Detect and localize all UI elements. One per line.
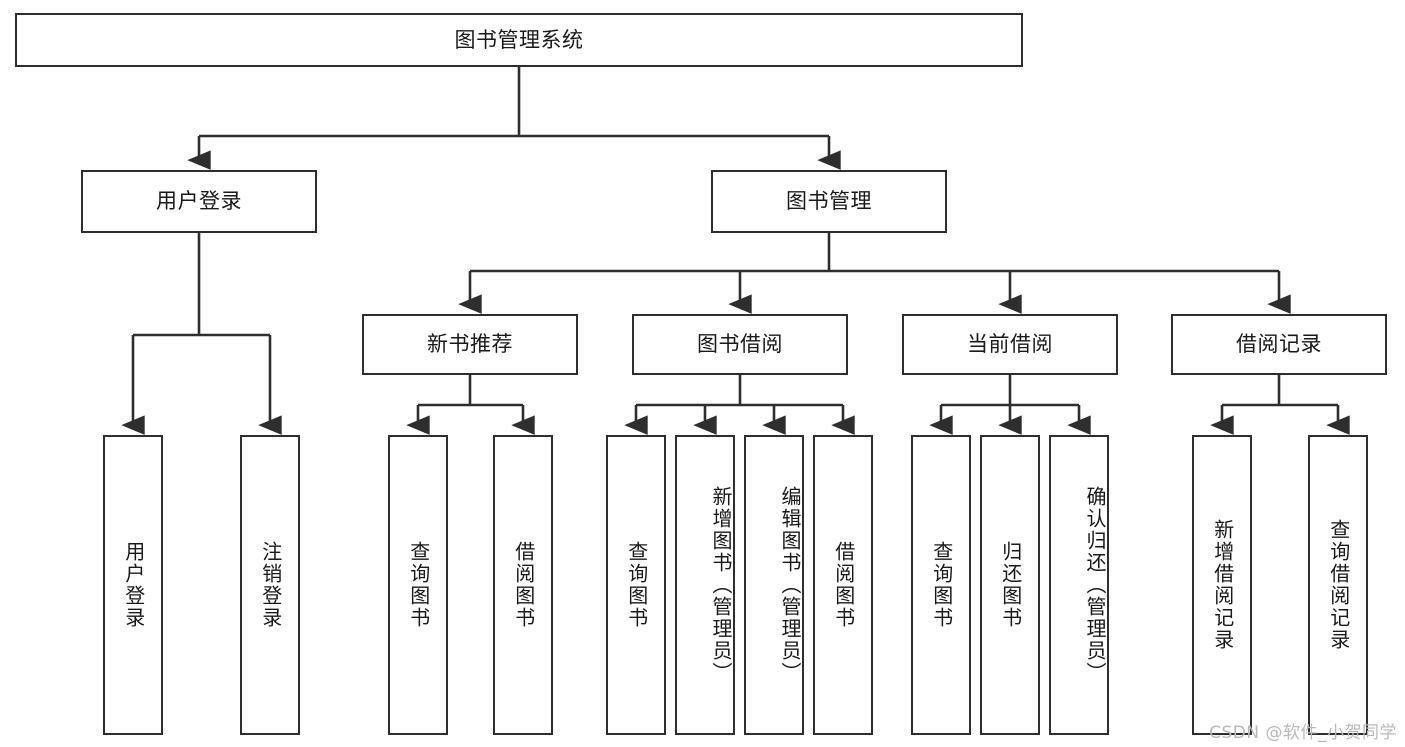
node-label: 借阅图书 xyxy=(831,541,856,629)
leaf-logout-login[interactable]: 注销登录 xyxy=(240,435,300,735)
node-label: 查询图书 xyxy=(929,541,954,629)
leaf-borrow-book-newbook[interactable]: 借阅图书 xyxy=(493,435,553,735)
node-label: 确认归还（管理员） xyxy=(1083,486,1107,684)
leaf-borrow-book[interactable]: 借阅图书 xyxy=(813,435,873,735)
node-book-management[interactable]: 图书管理 xyxy=(711,170,947,233)
node-label: 注销登录 xyxy=(258,541,283,629)
node-label: 归还图书 xyxy=(998,541,1023,629)
node-label: 当前借阅 xyxy=(967,332,1053,357)
node-label: 图书管理 xyxy=(786,189,872,214)
node-label: 新增图书（管理员） xyxy=(709,486,733,684)
node-label: 用户登录 xyxy=(121,541,146,629)
node-current-borrow[interactable]: 当前借阅 xyxy=(902,314,1118,375)
leaf-user-login[interactable]: 用户登录 xyxy=(103,435,163,735)
node-user-login[interactable]: 用户登录 xyxy=(81,170,317,233)
node-label: 查询借阅记录 xyxy=(1326,519,1351,651)
node-borrow-record[interactable]: 借阅记录 xyxy=(1171,314,1387,375)
node-label: 图书借阅 xyxy=(697,332,783,357)
node-label: 查询图书 xyxy=(624,541,649,629)
leaf-query-book-current[interactable]: 查询图书 xyxy=(911,435,971,735)
leaf-edit-book-admin[interactable]: 编辑图书（管理员） xyxy=(744,435,804,735)
watermark-text: CSDN @软件_小贺同学 xyxy=(1209,723,1397,743)
node-label: 新书推荐 xyxy=(427,332,513,357)
node-new-book-recommend[interactable]: 新书推荐 xyxy=(362,314,578,375)
node-label: 编辑图书（管理员） xyxy=(778,486,802,684)
node-label: 用户登录 xyxy=(156,189,242,214)
leaf-return-book[interactable]: 归还图书 xyxy=(980,435,1040,735)
node-label: 新增借阅记录 xyxy=(1210,519,1235,651)
node-label: 查询图书 xyxy=(406,541,431,629)
node-label: 借阅记录 xyxy=(1236,332,1322,357)
leaf-query-book-borrow[interactable]: 查询图书 xyxy=(606,435,666,735)
leaf-confirm-return-admin[interactable]: 确认归还（管理员） xyxy=(1049,435,1109,735)
node-book-borrow[interactable]: 图书借阅 xyxy=(632,314,848,375)
node-label: 借阅图书 xyxy=(511,541,536,629)
node-root-book-management-system[interactable]: 图书管理系统 xyxy=(15,13,1023,67)
leaf-add-borrow-record[interactable]: 新增借阅记录 xyxy=(1192,435,1252,735)
leaf-query-borrow-record[interactable]: 查询借阅记录 xyxy=(1308,435,1368,735)
leaf-add-book-admin[interactable]: 新增图书（管理员） xyxy=(675,435,735,735)
leaf-query-book-newbook[interactable]: 查询图书 xyxy=(388,435,448,735)
node-label: 图书管理系统 xyxy=(454,27,584,52)
